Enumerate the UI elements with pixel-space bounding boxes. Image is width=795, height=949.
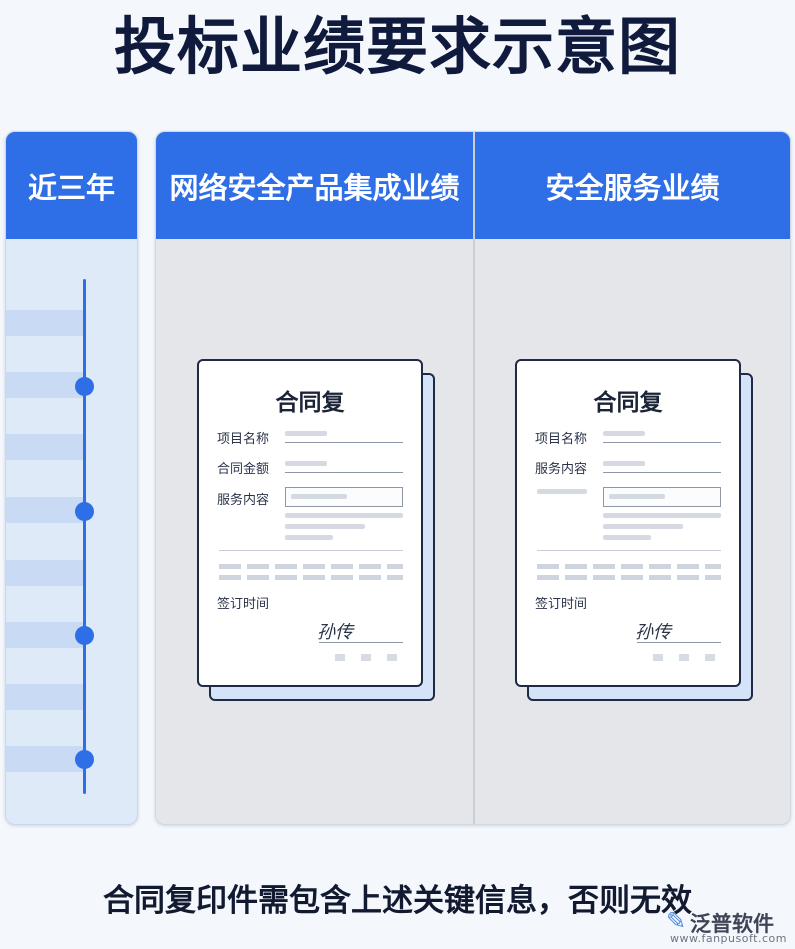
field-label: 项目名称 — [217, 432, 270, 447]
timeline-dot — [75, 502, 94, 521]
timeline-stripe — [6, 560, 86, 586]
field-underline — [603, 472, 721, 473]
footer-note: 合同复印件需包含上述关键信息，否则无效 — [103, 883, 692, 919]
timeline-stripe — [6, 746, 86, 772]
watermark: ✎ 泛普软件 www.fanpusoft.com — [666, 906, 791, 946]
timeline-stripe — [6, 684, 86, 710]
signature: 孙传 — [635, 622, 671, 643]
document-title: 合同复 — [593, 390, 663, 416]
dashed-text-row — [219, 564, 403, 569]
placeholder-mark — [653, 654, 663, 661]
timeline-panel: 近三年 — [5, 131, 138, 825]
section-divider — [537, 550, 721, 551]
text-line-placeholder — [285, 513, 403, 518]
placeholder-mark — [679, 654, 689, 661]
field-label: 服务内容 — [535, 462, 588, 477]
text-line-placeholder — [603, 513, 721, 518]
signature: 孙传 — [317, 622, 353, 643]
timeline-dot — [75, 377, 94, 396]
field-underline — [603, 442, 721, 443]
dashed-text-row — [219, 575, 403, 580]
signature-line — [637, 642, 721, 643]
timeline-stripe — [6, 497, 86, 523]
text-line-placeholder — [285, 535, 333, 540]
watermark-url: www.fanpusoft.com — [670, 932, 787, 945]
timeline-header: 近三年 — [6, 132, 137, 239]
sign-date-label: 签订时间 — [217, 597, 270, 612]
dashed-text-row — [537, 575, 721, 580]
timeline-stripe — [6, 622, 86, 648]
placeholder-mark — [335, 654, 345, 661]
requirements-panel: 网络安全产品集成业绩 安全服务业绩 合同复 项目名称 合同金额 服务内容 签订时… — [155, 131, 791, 825]
text-line-placeholder — [603, 524, 683, 529]
placeholder-mark — [361, 654, 371, 661]
column-divider — [473, 132, 475, 824]
box-text-placeholder — [291, 494, 347, 499]
field-underline — [285, 472, 403, 473]
sign-date-label: 签订时间 — [535, 597, 588, 612]
timeline-stripe — [6, 434, 86, 460]
text-line-placeholder — [603, 535, 651, 540]
field-label: 项目名称 — [535, 432, 588, 447]
header-security-service: 安全服务业绩 — [475, 132, 790, 239]
timeline-stripe — [6, 372, 86, 398]
field-value-placeholder — [285, 461, 327, 466]
box-text-placeholder — [609, 494, 665, 499]
contract-document: 合同复 项目名称 合同金额 服务内容 签订时间 孙传 — [197, 359, 423, 687]
contract-copy-b: 合同复 项目名称 服务内容 签订时间 孙传 — [515, 359, 753, 701]
placeholder-mark — [387, 654, 397, 661]
signature-line — [319, 642, 403, 643]
field-value-placeholder — [603, 431, 645, 436]
placeholder-mark — [705, 654, 715, 661]
timeline-dot — [75, 626, 94, 645]
field-underline — [285, 442, 403, 443]
timeline-stripe — [6, 310, 86, 336]
section-divider — [219, 550, 403, 551]
timeline-dot — [75, 750, 94, 769]
field-label: 合同金额 — [217, 462, 270, 477]
contract-document: 合同复 项目名称 服务内容 签订时间 孙传 — [515, 359, 741, 687]
text-line-placeholder — [285, 524, 365, 529]
header-network-security: 网络安全产品集成业绩 — [156, 132, 473, 239]
watermark-name: 泛普软件 — [690, 912, 774, 936]
field-label: 服务内容 — [217, 493, 270, 508]
contract-copy-a: 合同复 项目名称 合同金额 服务内容 签订时间 孙传 — [197, 359, 435, 701]
fanpu-logo-icon: ✎ — [666, 907, 687, 935]
page-title: 投标业绩要求示意图 — [113, 10, 681, 83]
label-placeholder — [537, 489, 587, 494]
dashed-text-row — [537, 564, 721, 569]
timeline-line — [83, 279, 86, 794]
field-value-placeholder — [285, 431, 327, 436]
field-value-placeholder — [603, 461, 645, 466]
document-title: 合同复 — [275, 390, 345, 416]
